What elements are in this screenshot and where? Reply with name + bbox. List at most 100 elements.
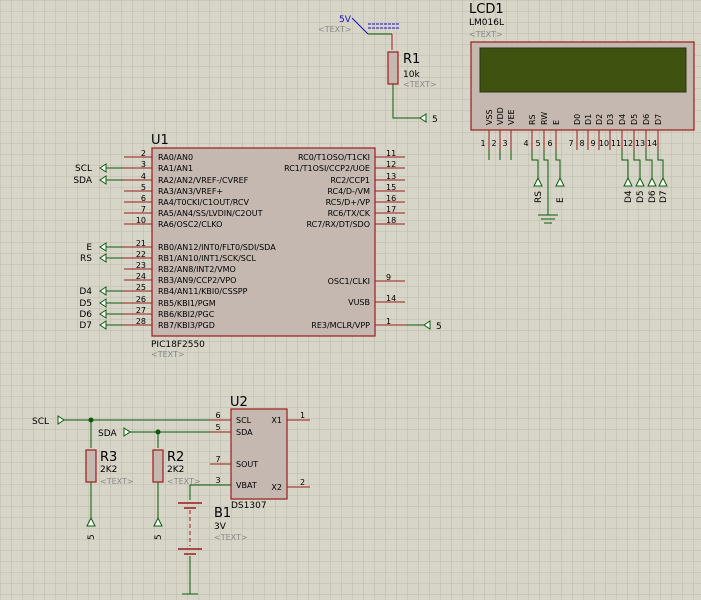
u2-pin-number: 3 — [215, 476, 220, 485]
u1-pin-name: RC7/RX/DT/SDO — [306, 220, 370, 229]
lcd-pin-number: 3 — [502, 139, 507, 148]
u1-pin-number: 17 — [386, 205, 396, 214]
i2c-bus[interactable]: SCL SDA — [32, 415, 231, 448]
u1-pin-name: RC0/T1OSO/T1CKI — [298, 153, 370, 162]
u1-pin-number: 11 — [386, 149, 396, 158]
lcd-bus-label: RS — [534, 191, 544, 203]
u1-pin-number: 1 — [386, 317, 391, 326]
power-text: <TEXT> — [318, 25, 352, 34]
lcd-pin-name: D2 — [595, 114, 604, 125]
u1-pin-name: RB1/AN10/INT1/SCK/SCL — [158, 254, 256, 263]
lcd-pin-number: 4 — [523, 139, 528, 148]
u1-terminal-label: SDA — [73, 176, 92, 186]
lcd-pin-number: 10 — [599, 139, 609, 148]
lcd-pin-name: VEE — [507, 109, 516, 125]
resistor-r2[interactable]: R2 2K2 <TEXT> 5 — [152, 449, 201, 540]
u2-ref: U2 — [230, 395, 248, 410]
u1-pin-number: 2 — [141, 149, 146, 158]
u1-pin-number: 25 — [136, 283, 146, 292]
u1-right-pins: 11RC0/T1OSO/T1CKI12RC1/T1OSI/CCP2/UOE13R… — [284, 149, 405, 330]
u1-terminal-label: D7 — [79, 321, 92, 331]
lcd-screen — [479, 47, 687, 93]
u1-pin-number: 12 — [386, 160, 396, 169]
u1-pin-name: RA4/T0CKI/C1OUT/RCV — [158, 198, 250, 207]
r3-ref: R3 — [100, 450, 117, 465]
lcd-bus-label: E — [556, 197, 566, 203]
u1-ref: U1 — [151, 133, 169, 148]
u1-terminal-label: D5 — [79, 299, 92, 309]
u1-pin-number: 23 — [136, 261, 146, 270]
u1-pin-name: RB5/KBI1/PGM — [158, 299, 216, 308]
u1-part: PIC18F2550 — [151, 340, 205, 350]
u2-pin-name: X1 — [271, 416, 282, 425]
u1-pin-name: RA0/AN0 — [158, 153, 193, 162]
lcd-pin-name: D4 — [618, 114, 627, 125]
u1-pin-number: 18 — [386, 216, 396, 225]
lcd-pin-name: D5 — [630, 114, 639, 125]
u2-pin-name: X2 — [271, 483, 282, 492]
u1-pin-name: RB6/KBI2/PGC — [158, 310, 215, 319]
lcd-pin-number: 2 — [491, 139, 496, 148]
power-5v[interactable]: 5V <TEXT> — [318, 15, 400, 50]
u1-pin-number: 10 — [136, 216, 146, 225]
u1-pin-number: 16 — [386, 194, 396, 203]
r1-text: <TEXT> — [403, 80, 437, 89]
u1-pin-name: RE3/MCLR/VPP — [311, 321, 370, 330]
u1-pin-name: RA6/OSC2/CLKO — [158, 220, 222, 229]
u1-pin-name: RB2/AN8/INT2/VMO — [158, 265, 236, 274]
u1-pin-name: RA2/AN2/VREF-/CVREF — [158, 176, 249, 185]
u1-terminal-label: D6 — [79, 310, 92, 320]
u1-pin-name: RB3/AN9/CCP2/VPO — [158, 276, 236, 285]
lcd-part: LM016L — [469, 18, 504, 28]
u2-pin-number: 2 — [300, 478, 305, 487]
u1-pin-name: RA5/AN4/SS/LVDIN/C2OUT — [158, 209, 263, 218]
u2-pin-name: SCL — [236, 416, 252, 425]
resistor-r3[interactable]: R3 2K2 <TEXT> 5 — [85, 449, 134, 540]
u2-pin-number: 1 — [300, 411, 305, 420]
u1-pin-name: RB4/AN11/KBI0/CSSPP — [158, 287, 248, 296]
u1-terminal-label: RS — [80, 254, 92, 264]
r3-value: 2K2 — [100, 465, 117, 475]
u1-pin-number: 14 — [386, 294, 396, 303]
u1-pin-number: 21 — [136, 239, 146, 248]
resistor-r1[interactable]: R1 10k <TEXT> 5 — [387, 51, 438, 125]
u1-pin-number: 6 — [141, 194, 146, 203]
lcd-pin-number: 1 — [480, 139, 485, 148]
lcd-pin-name: E — [552, 120, 561, 125]
u1-pin-name: RB0/AN12/INT0/FLT0/SDI/SDA — [158, 243, 276, 252]
lcd-pin-number: 14 — [647, 139, 657, 148]
u1-pin-number: 26 — [136, 295, 146, 304]
u1-pin-number: 4 — [141, 172, 146, 181]
u1-pin-number: 9 — [386, 273, 391, 282]
battery-b1[interactable]: B1 3V <TEXT> — [178, 484, 248, 595]
u1-pin-name: RC1/T1OSI/CCP2/UOE — [284, 164, 370, 173]
lcd-pin-name: RS — [528, 114, 537, 125]
b1-ref: B1 — [214, 506, 231, 521]
r1-body — [387, 51, 399, 85]
b1-text: <TEXT> — [214, 533, 248, 542]
lcd-lm016l[interactable]: LCD1 LM016L <TEXT> VSS1VDD2VEE3RS4RW5E6D… — [469, 2, 695, 224]
lcd-bus-label: D6 — [648, 190, 658, 203]
u1-pin-name: RA1/AN1 — [158, 164, 193, 173]
u1-pin-name: RC5/D+/VP — [326, 198, 371, 207]
lcd-pin-number: 8 — [579, 139, 584, 148]
lcd-pins: VSS1VDD2VEE3RS4RW5E6D07D18D29D310D411D51… — [480, 107, 669, 224]
u1-pin-name: RA3/AN3/VREF+ — [158, 187, 223, 196]
u1-pin-number: 24 — [136, 272, 146, 281]
lcd-pin-number: 7 — [568, 139, 573, 148]
u1-body — [151, 147, 376, 337]
lcd-pin-name: D0 — [573, 114, 582, 125]
u2-pin-number: 5 — [215, 423, 220, 432]
r3-rail: 5 — [87, 534, 97, 540]
lcd-pin-name: VDD — [496, 107, 505, 125]
u2-pin-number: 6 — [215, 411, 220, 420]
u1-pin-number: 15 — [386, 183, 396, 192]
bus-scl-label: SCL — [32, 417, 49, 427]
u1-pin-name: RC2/CCP1 — [330, 176, 370, 185]
